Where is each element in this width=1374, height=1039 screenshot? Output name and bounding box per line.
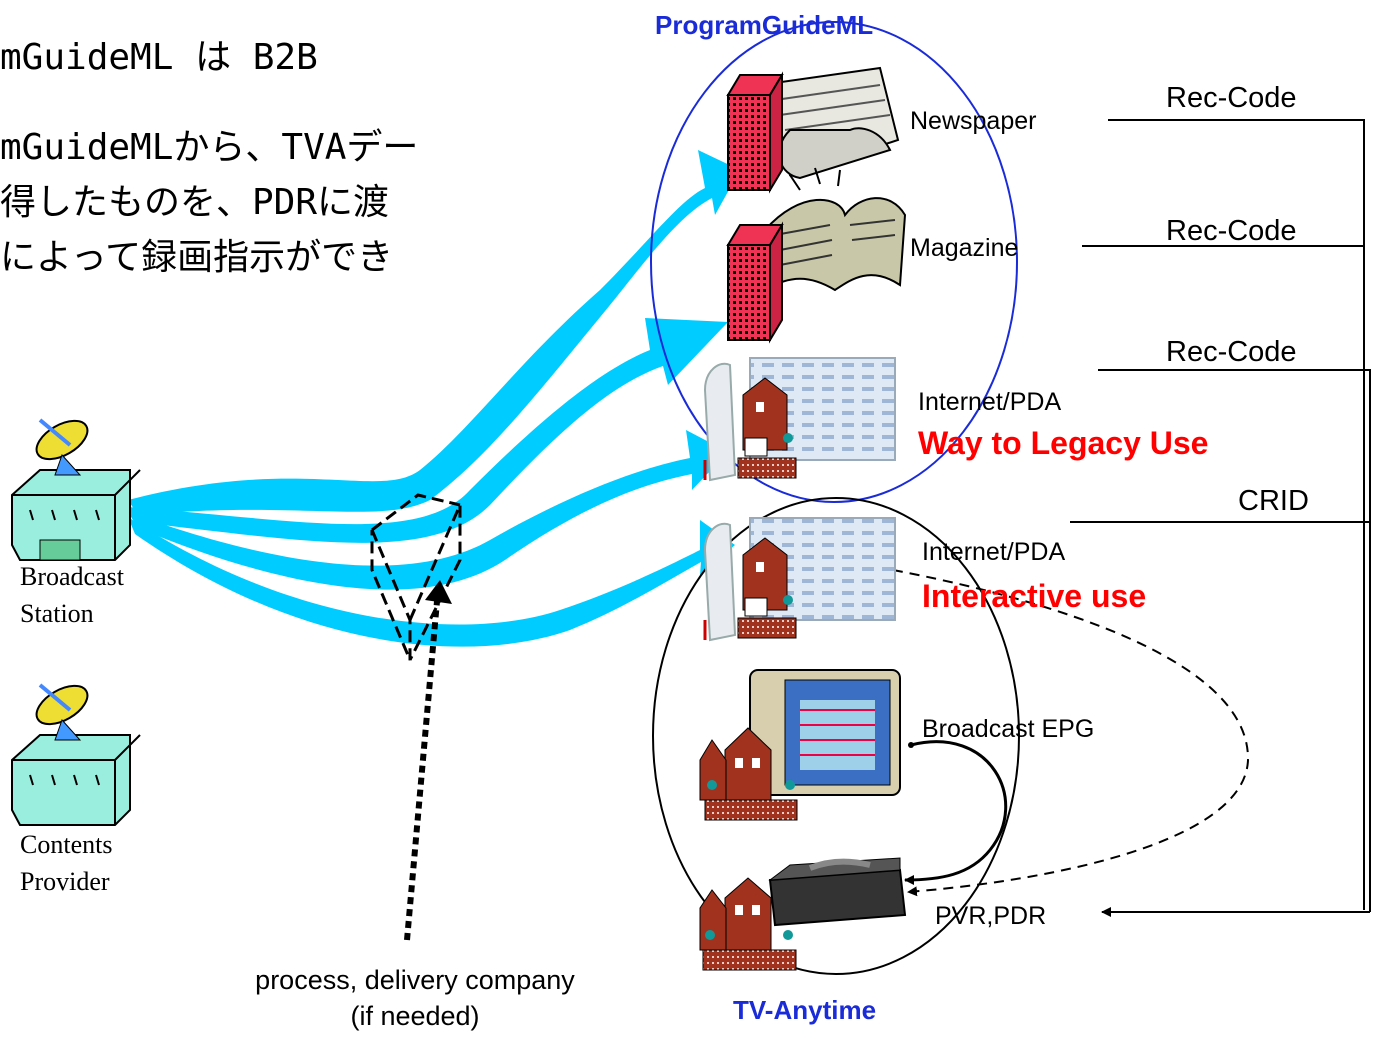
- newspaper-label: Newspaper: [910, 107, 1037, 135]
- program-guide-ml-label: ProgramGuideML: [655, 10, 874, 40]
- broadcast-epg-label: Broadcast EPG: [922, 715, 1095, 743]
- internet-pda-icon-2: [703, 517, 896, 642]
- rec-code-line-1: [1108, 119, 1365, 910]
- legacy-use-label: Way to Legacy Use: [918, 425, 1209, 461]
- pvr-pdr-icon: [699, 857, 907, 971]
- newspaper-icon: [726, 66, 900, 194]
- rec-code-label-3: Rec-Code: [1166, 336, 1297, 368]
- epg-to-pvr-arrow: [904, 740, 1008, 885]
- flow-arrow-return: [128, 517, 735, 647]
- delivery-dotted-arrow: [404, 589, 441, 941]
- pvr-pdr-label: PVR,PDR: [935, 902, 1047, 930]
- rec-code-label-2: Rec-Code: [1166, 215, 1297, 247]
- internet-pda-icon-1: [703, 357, 896, 482]
- rec-code-line-3: [1098, 369, 1371, 912]
- heading-line-1: mGuideML は B2B: [0, 37, 318, 78]
- broadcast-station-label: Broadcast Station: [20, 562, 124, 628]
- delivery-company-label: process, delivery company (if needed): [255, 965, 575, 1031]
- code-lines: [1070, 119, 1371, 917]
- broadcast-station-icon: [11, 418, 141, 561]
- heading-line-3: 得したものを、PDRに渡: [0, 182, 390, 223]
- flow-arrows: [128, 150, 740, 647]
- tv-anytime-label: TV-Anytime: [733, 995, 877, 1025]
- tv-epg-icon: [699, 669, 901, 821]
- contents-provider-label: Contents Provider: [20, 830, 113, 896]
- flow-arrow-magazine: [128, 318, 728, 543]
- crid-label: CRID: [1238, 485, 1309, 517]
- interactive-dashed-arrow: [892, 569, 1250, 897]
- magazine-icon: [726, 167, 907, 344]
- internet-pda-label-2: Internet/PDA: [922, 538, 1066, 566]
- magazine-label: Magazine: [910, 234, 1019, 262]
- program-guide-ml-ellipse: [650, 21, 1018, 503]
- delivery-company-box: [370, 493, 462, 661]
- tv-anytime-ellipse: [652, 497, 1020, 975]
- interactive-use-label: Interactive use: [922, 578, 1147, 614]
- heading-line-2: mGuideMLから、TVAデー: [0, 127, 419, 168]
- rec-code-label-1: Rec-Code: [1166, 82, 1297, 114]
- heading-line-4: によって録画指示ができ: [0, 237, 394, 278]
- contents-provider-icon: [11, 683, 141, 826]
- internet-pda-label-1: Internet/PDA: [918, 388, 1062, 416]
